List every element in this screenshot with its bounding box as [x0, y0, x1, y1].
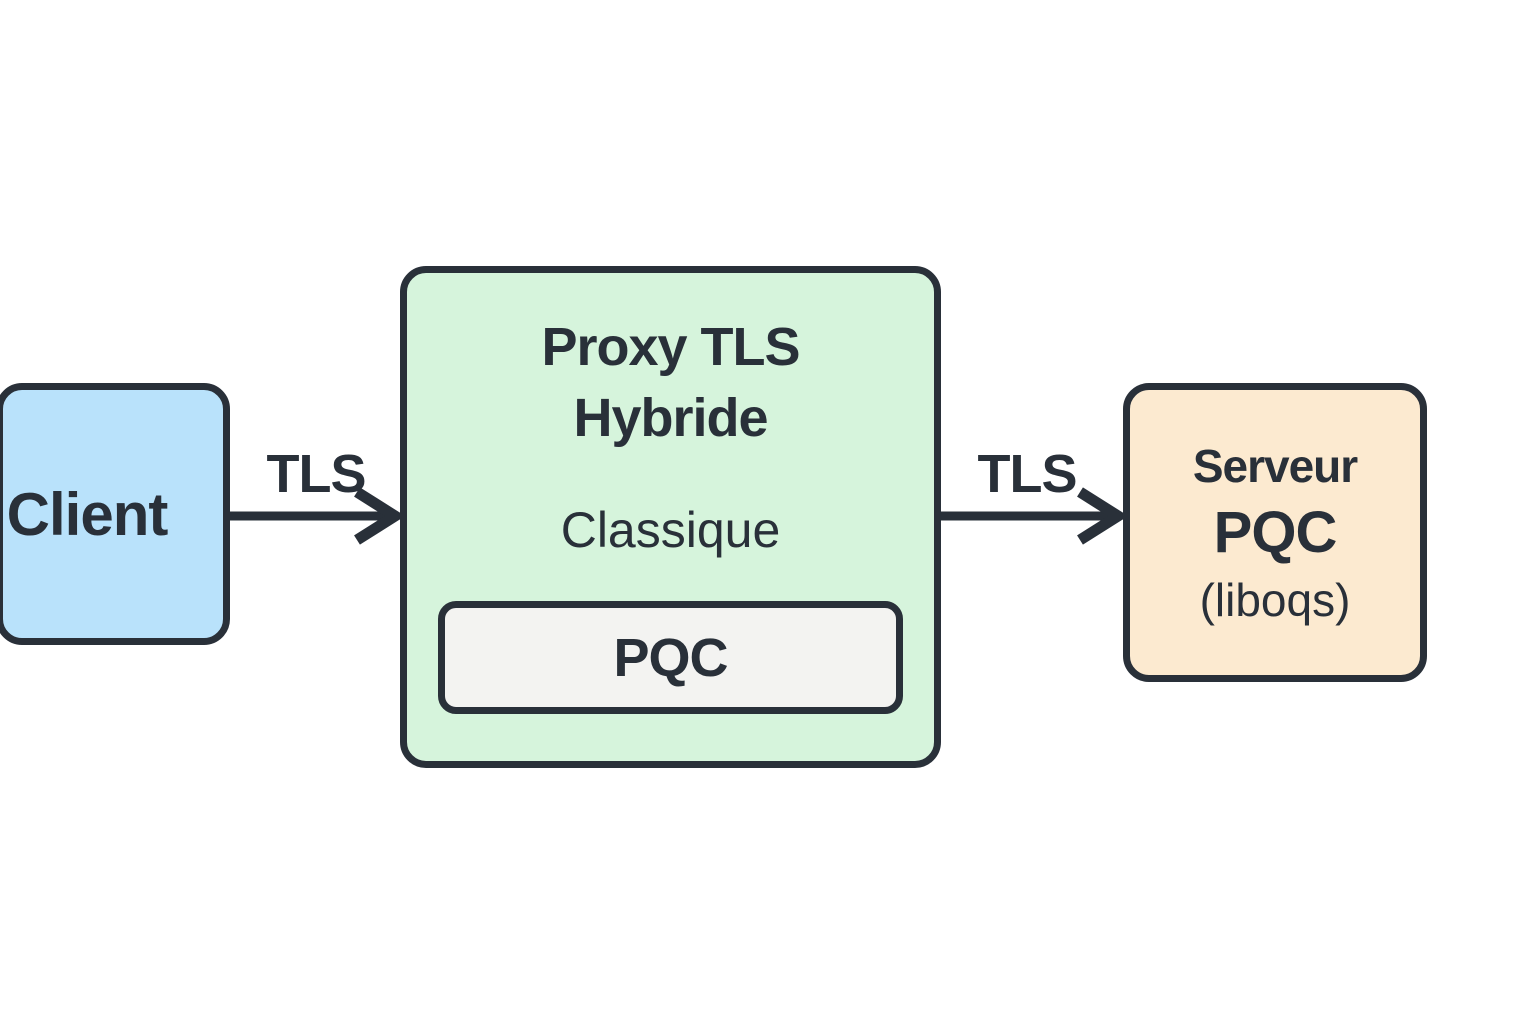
edge-label-tls-client-proxy: TLS [266, 444, 367, 504]
arrow-client-to-proxy [229, 487, 406, 545]
arrow-head-icon [1077, 487, 1129, 545]
pqc-subnode-label: PQC [613, 627, 728, 688]
edge-label-tls-proxy-server: TLS [977, 444, 1078, 504]
client-node: Client [0, 383, 230, 645]
pqc-subnode: PQC [438, 601, 903, 714]
client-node-label: Client [6, 480, 169, 548]
proxy-tls-hybride-node: Proxy TLS Hybride Classique PQC [400, 266, 941, 768]
proxy-title-line2: Hybride [573, 388, 768, 448]
proxy-node-title: Proxy TLS Hybride [407, 312, 934, 454]
server-subtitle: (liboqs) [1199, 573, 1351, 626]
server-title-line2: PQC [1213, 499, 1338, 565]
server-title-line1: Serveur [1192, 439, 1358, 492]
proxy-node-subtitle: Classique [560, 502, 781, 558]
arrow-proxy-to-server [941, 487, 1129, 545]
proxy-title-line1: Proxy TLS [541, 317, 800, 377]
arrow-head-icon [354, 487, 406, 545]
serveur-pqc-node: Serveur PQC (liboqs) [1123, 383, 1427, 682]
